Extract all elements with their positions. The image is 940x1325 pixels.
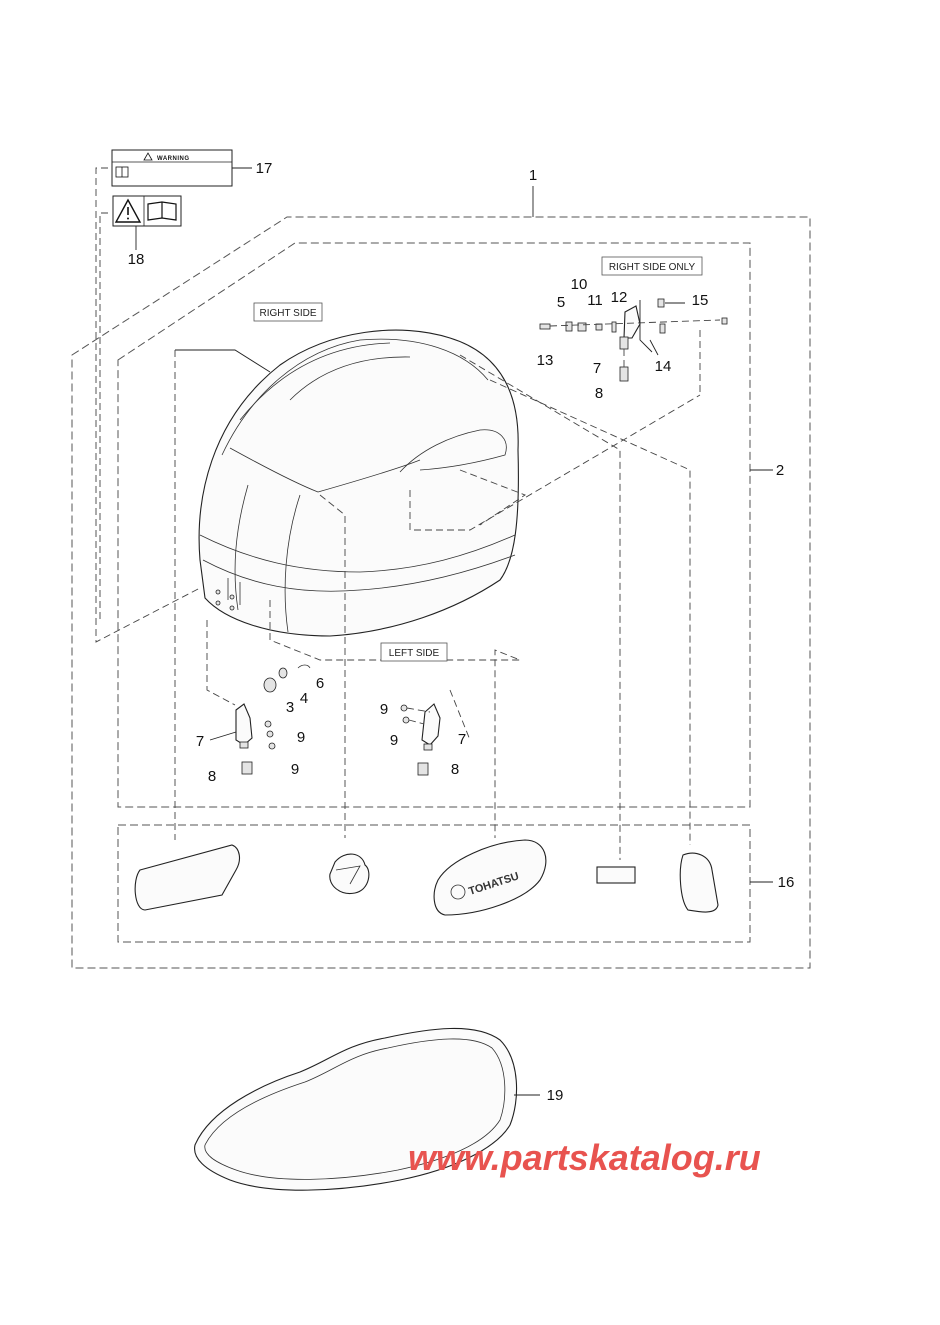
- part-number-16: 16: [778, 874, 795, 891]
- watermark-text: www.partskatalog.ru: [408, 1137, 761, 1178]
- part-number-11: 11: [587, 292, 603, 309]
- top-cowling: [198, 329, 519, 637]
- right-side-callout: RIGHT SIDE: [259, 308, 316, 319]
- part-number-17: 17: [256, 160, 273, 177]
- emblem-kit-frame: [117, 824, 751, 943]
- manual-book-icon: [147, 201, 177, 221]
- part-number-7-middle: 7: [458, 731, 466, 748]
- part-number-12: 12: [611, 289, 628, 306]
- latch-right-group: [400, 703, 441, 776]
- part-number-7-left: 7: [196, 733, 204, 750]
- right-side-latch-assembly: [539, 298, 728, 395]
- assembly-1-frame: [71, 216, 811, 969]
- latch-left-group: [209, 703, 276, 775]
- washer-grommet-set: [263, 664, 311, 693]
- part-number-5: 5: [557, 294, 565, 311]
- right-side-only-callout: RIGHT SIDE ONLY: [609, 262, 696, 273]
- left-side-callout: LEFT SIDE: [389, 648, 440, 659]
- part-number-14: 14: [655, 358, 672, 375]
- part-number-3: 3: [286, 699, 294, 716]
- side-emblem-right: [679, 852, 719, 913]
- part-number-10: 10: [571, 276, 588, 293]
- small-plate-emblem: [596, 866, 636, 884]
- part-number-6: 6: [316, 675, 324, 692]
- part-number-9-a: 9: [297, 729, 305, 746]
- warning-triangle-icon: [114, 198, 142, 223]
- tohatsu-logo-badge: [329, 853, 370, 895]
- part-number-15: 15: [692, 292, 709, 309]
- warning-label-17: WARNING: [111, 149, 252, 187]
- warning-label-text: WARNING: [157, 156, 190, 162]
- part-number-4: 4: [300, 690, 308, 707]
- part-number-9-c: 9: [380, 701, 388, 718]
- part-number-9-b: 9: [291, 761, 299, 778]
- part-number-19: 19: [547, 1087, 564, 1104]
- tohatsu-name-badge: TOHATSU: [433, 839, 547, 916]
- side-emblem-left: [134, 844, 241, 911]
- part-number-9-d: 9: [390, 732, 398, 749]
- right-side-only-callout-box: [601, 256, 703, 276]
- part-number-8-left: 8: [208, 768, 216, 785]
- manual-book-icon: [115, 166, 129, 178]
- part-number-8-right: 8: [595, 385, 603, 402]
- caution-sticker-18: [112, 195, 182, 250]
- part-number-1: 1: [529, 167, 537, 184]
- assembly-2-frame: [117, 242, 751, 808]
- right-side-callout-box: [253, 302, 323, 322]
- part-number-13: 13: [537, 352, 554, 369]
- left-side-callout-box: [380, 642, 448, 662]
- cowl-seal-gasket: [194, 1027, 540, 1191]
- part-number-7-right: 7: [593, 360, 601, 377]
- part-number-18: 18: [128, 251, 145, 268]
- part-number-8-middle: 8: [451, 761, 459, 778]
- part-number-2: 2: [776, 462, 784, 479]
